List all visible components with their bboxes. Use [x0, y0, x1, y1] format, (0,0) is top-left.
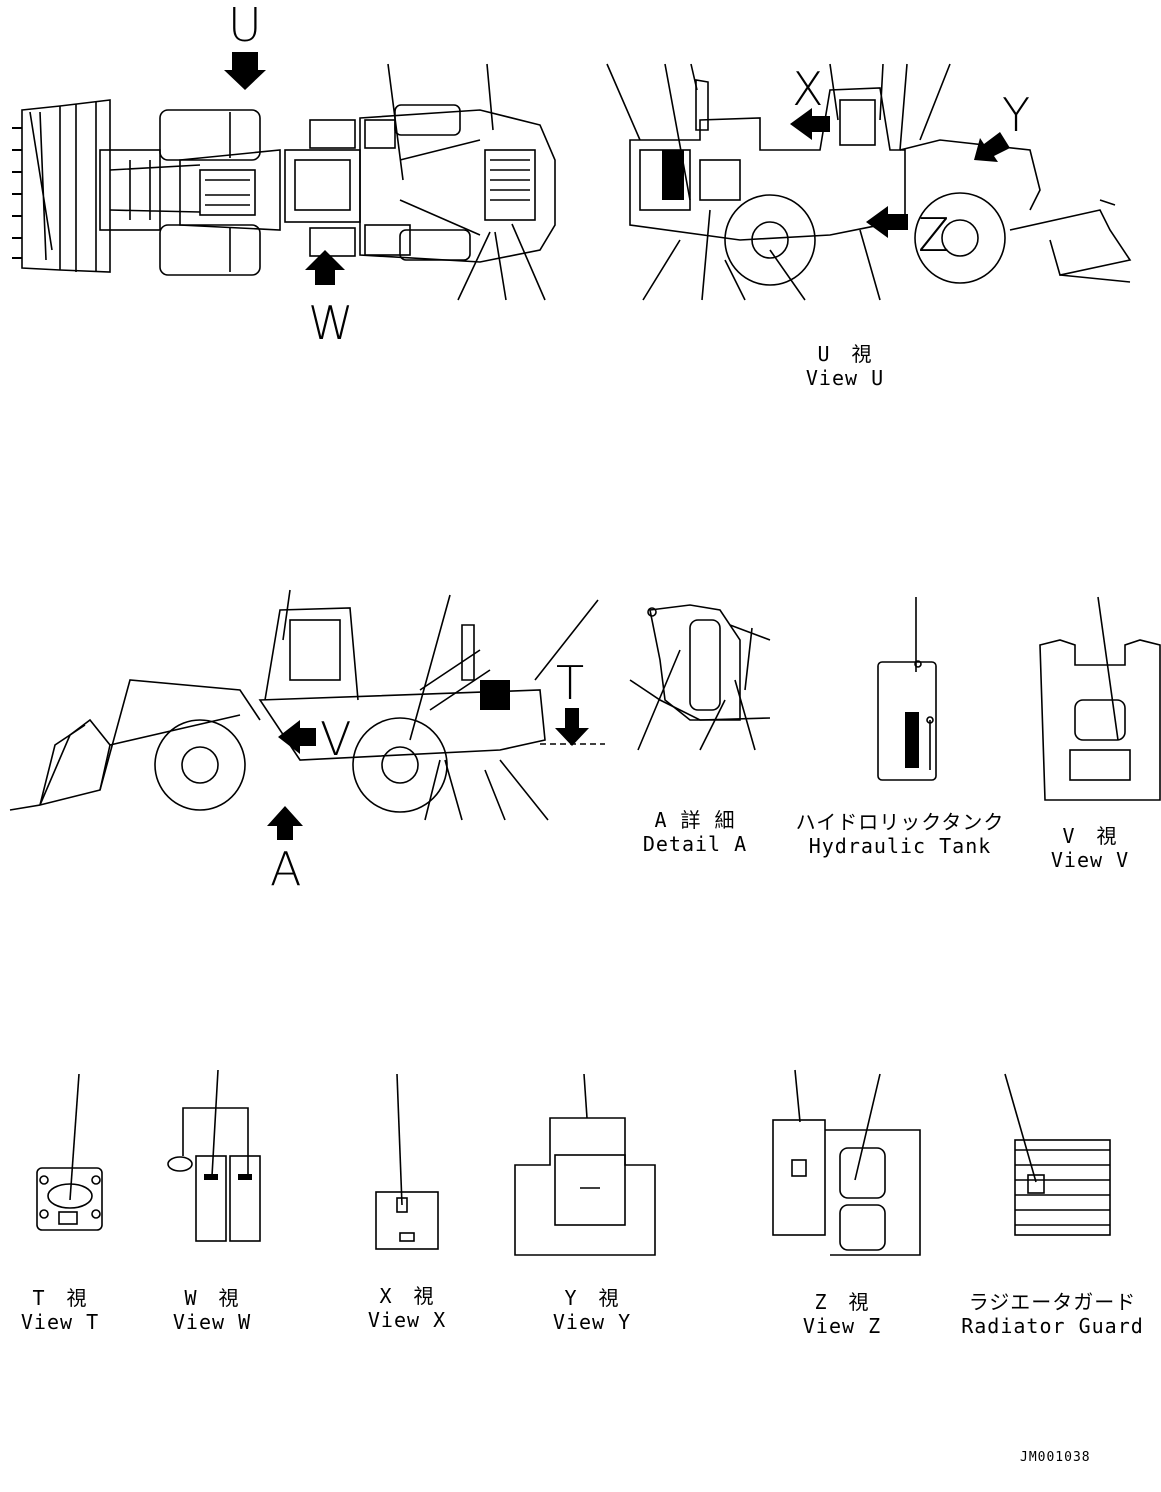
arrow-letter-x: X: [792, 62, 824, 116]
view-y-label-en: View Y: [552, 1310, 632, 1334]
main-side-view: [9, 589, 605, 840]
arrow-letter-v: V: [320, 712, 352, 766]
top-plan-view: [12, 52, 556, 301]
view-z-label: Z 視 View Z: [792, 1290, 892, 1338]
view-u-side-view: [606, 63, 1132, 301]
radiator-guard-label-en: Radiator Guard: [961, 1314, 1144, 1338]
hydraulic-tank-label-en: Hydraulic Tank: [808, 834, 992, 858]
view-t-label: T 視 View T: [10, 1286, 110, 1334]
arrow-letter-w: W: [308, 296, 354, 350]
hydraulic-tank-drawing: [877, 597, 937, 781]
view-v-label: V 視 View V: [1035, 824, 1145, 872]
view-y-label: Y 視 View Y: [542, 1286, 642, 1334]
view-u-label: U 視 View U: [790, 342, 900, 390]
view-z-label-en: View Z: [802, 1314, 882, 1338]
detail-a-label-en: Detail A: [642, 832, 748, 856]
view-y-drawing: [514, 1073, 656, 1256]
arrow-letter-a: A: [270, 842, 302, 896]
view-w-label-en: View W: [172, 1310, 252, 1334]
view-v-label-jp: V 視: [1062, 824, 1118, 848]
view-t-label-en: View T: [20, 1310, 100, 1334]
radiator-guard-drawing: [1004, 1073, 1111, 1236]
view-x-label: X 視 View X: [357, 1284, 457, 1332]
drawing-code: JM001038: [1020, 1450, 1091, 1465]
hydraulic-tank-label: ハイドロリックタンク Hydraulic Tank: [790, 810, 1010, 858]
view-w-label: W 視 View W: [162, 1286, 262, 1334]
view-x-label-en: View X: [367, 1308, 447, 1332]
view-w-drawing: [167, 1069, 261, 1242]
view-u-label-jp: U 視: [817, 342, 873, 366]
view-t-drawing: [36, 1073, 103, 1231]
view-x-drawing: [375, 1073, 439, 1250]
view-w-label-jp: W 視: [184, 1286, 240, 1310]
view-v-label-en: View V: [1050, 848, 1130, 872]
view-u-label-en: View U: [805, 366, 885, 390]
detail-a-label: A 詳 細 Detail A: [630, 808, 760, 856]
detail-a-drawing: [629, 604, 771, 751]
view-x-label-jp: X 視: [379, 1284, 435, 1308]
radiator-guard-label: ラジエータガード Radiator Guard: [955, 1290, 1150, 1338]
hydraulic-tank-label-jp: ハイドロリックタンク: [795, 810, 1005, 834]
view-v-drawing: [1039, 596, 1161, 801]
radiator-guard-label-jp: ラジエータガード: [968, 1290, 1137, 1314]
arrow-letter-t: T: [556, 656, 585, 710]
arrow-letter-y: Y: [1002, 88, 1031, 142]
view-t-label-jp: T 視: [32, 1286, 88, 1310]
view-z-label-jp: Z 視: [814, 1290, 870, 1314]
arrow-letter-z: Z: [918, 208, 950, 262]
view-y-label-jp: Y 視: [564, 1286, 620, 1310]
arrow-letter-u: U: [228, 0, 262, 52]
view-z-drawing: [772, 1069, 921, 1256]
detail-a-label-jp: A 詳 細: [654, 808, 736, 832]
